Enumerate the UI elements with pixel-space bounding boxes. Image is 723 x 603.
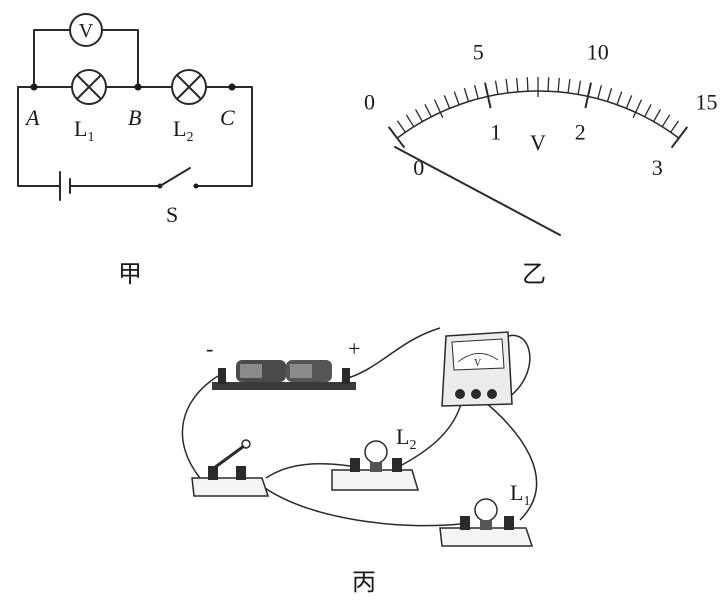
dial-tick: [577, 80, 582, 95]
node-a-label: A: [24, 105, 40, 130]
dial-tick: [484, 82, 492, 109]
node-c-dot: [228, 83, 236, 91]
dial-tick: [387, 126, 406, 149]
lamp-l2-label: L2: [173, 116, 193, 145]
wire-battery-to-meter: [347, 327, 441, 379]
dial-unit-label: V: [530, 130, 546, 155]
dial-tick-marks: [387, 77, 689, 149]
node-b-label: B: [128, 105, 141, 130]
battery-plus-label: +: [348, 336, 360, 361]
battery-minus-label: -: [206, 336, 213, 361]
dial-tick: [567, 79, 571, 93]
schematic-wire-left: [17, 86, 61, 187]
figure-c-caption: 丙: [352, 568, 376, 596]
dial-tick: [547, 77, 550, 92]
switch-label: S: [166, 202, 178, 227]
figure-b-caption: 乙: [522, 260, 546, 288]
dial-tick: [670, 120, 680, 133]
dial-tick: [443, 95, 451, 109]
dial-arc: [396, 90, 680, 139]
dial-tick: [661, 114, 671, 128]
dial-tick: [526, 77, 529, 92]
wire-switch-to-l2: [265, 463, 351, 479]
wire-switch-to-l1: [261, 485, 461, 527]
schematic-wire-top-right: [195, 86, 253, 187]
lamp-l1-label: L1: [74, 116, 94, 145]
dial-lower-scale-label: 2: [575, 120, 586, 145]
dial-tick: [433, 99, 444, 119]
figure-a-caption: 甲: [118, 260, 142, 288]
dial-tick: [424, 104, 432, 118]
dial-upper-scale-label: 10: [587, 40, 609, 65]
lamp-l1-symbol: [71, 69, 107, 105]
voltmeter-device-symbol: V: [474, 358, 482, 369]
dial-upper-scale-label: 5: [473, 40, 484, 65]
dial-tick: [625, 95, 633, 109]
battery-symbol: [59, 171, 71, 201]
voltmeter-symbol-circle: [69, 13, 103, 47]
dial-tick: [597, 85, 603, 99]
node-b-dot: [134, 83, 142, 91]
switch-symbol: [157, 167, 199, 189]
dial-tick: [606, 88, 613, 102]
dial-lower-scale-label: 0: [413, 155, 424, 180]
dial-tick: [644, 104, 652, 118]
voltmeter-dial: 0 5 10 15 0 1 2 3 V 乙: [364, 40, 718, 289]
dial-tick: [494, 80, 499, 95]
dial-upper-scale: 0 5 10 15: [364, 40, 718, 115]
lamp-l2-symbol: [171, 69, 207, 105]
dial-tick: [405, 114, 415, 128]
voltmeter-device: V: [441, 331, 513, 407]
dial-lower-scale: 0 1 2 3: [413, 120, 662, 180]
dial-tick: [557, 77, 560, 92]
battery-holder: [212, 360, 356, 390]
wire-battery-to-switch: [181, 375, 219, 479]
lamp-l2-device-label: L2: [396, 424, 416, 453]
lamp-l2-board: [331, 440, 420, 491]
dial-upper-scale-label: 0: [364, 89, 375, 114]
dial-tick: [505, 79, 509, 93]
wire-meter-to-l1: [479, 397, 538, 521]
dial-lower-scale-label: 1: [490, 120, 501, 145]
dial-tick: [516, 77, 519, 92]
dial-tick: [463, 88, 470, 102]
dial-tick: [653, 109, 662, 122]
dial-tick: [584, 82, 592, 109]
circuit-schematic: V A B C L1 L2 S 甲: [17, 13, 253, 288]
wire-l2-to-meter: [399, 399, 463, 467]
dial-tick: [396, 120, 406, 133]
lamp-l1-board: [439, 498, 534, 547]
dial-tick: [414, 109, 423, 122]
node-c-label: C: [220, 105, 235, 130]
dial-tick: [473, 85, 479, 99]
dial-tick: [670, 126, 689, 149]
lamp-l1-device-label: L1: [510, 480, 530, 509]
dial-needle: [394, 146, 561, 236]
voltmeter-branch-wire: [33, 29, 139, 88]
dial-tick: [632, 99, 643, 119]
dial-tick: [453, 91, 460, 105]
physical-circuit: - + V L2: [181, 327, 538, 596]
knife-switch: [191, 439, 270, 497]
wire-meter-loop: [499, 334, 531, 399]
dial-tick: [616, 91, 623, 105]
voltmeter-symbol-label: V: [79, 20, 94, 42]
node-a-dot: [30, 83, 38, 91]
dial-lower-scale-label: 3: [652, 155, 663, 180]
dial-upper-scale-label: 15: [696, 89, 718, 114]
